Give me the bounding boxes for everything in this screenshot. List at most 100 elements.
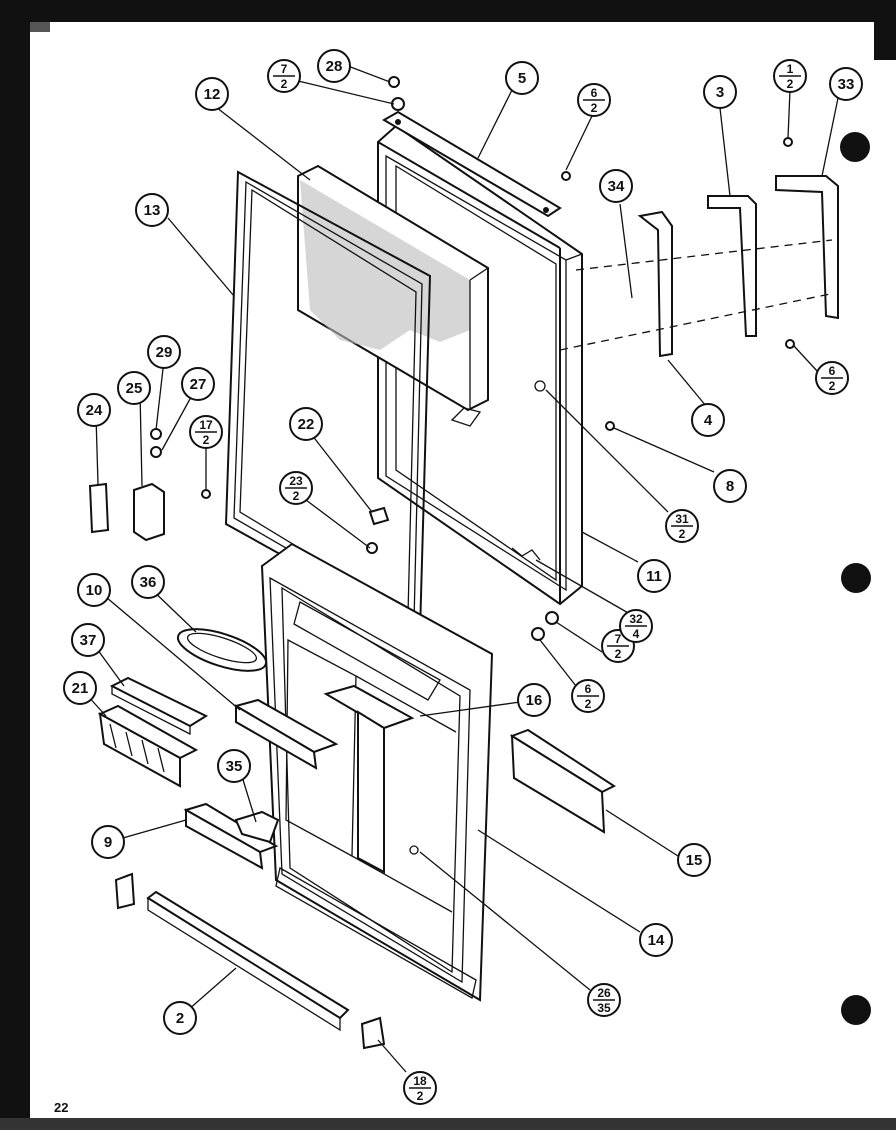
callout-number: 23: [289, 474, 303, 488]
part-25-hinge: [133, 482, 165, 542]
callout-circle: [289, 407, 323, 441]
callout-c7a: 72: [267, 59, 301, 93]
callout-c1: 12: [773, 59, 807, 93]
callout-number: 22: [298, 416, 315, 433]
registration-dot-middle: [841, 563, 871, 593]
callout-number: 28: [326, 58, 343, 75]
callout-c37: 37: [71, 623, 105, 657]
hardware: [150, 76, 795, 641]
callout-c27: 27: [181, 367, 215, 401]
callout-quantity: 2: [281, 77, 288, 91]
callout-number: 5: [518, 70, 526, 87]
callout-number: 21: [72, 680, 89, 697]
callout-quantity: 2: [615, 647, 622, 661]
callout-c33: 33: [829, 67, 863, 101]
callout-circle: [131, 565, 165, 599]
callout-c17: 172: [189, 415, 223, 449]
upper-hinge-bracket: [382, 110, 562, 218]
registration-dot-bottom: [841, 995, 871, 1025]
callout-quantity: 2: [417, 1089, 424, 1103]
callout-circle: [181, 367, 215, 401]
callout-number: 36: [140, 574, 157, 591]
callout-number: 26: [597, 986, 611, 1000]
callout-circle: [713, 469, 747, 503]
part-15-shelf-rail: [509, 728, 617, 834]
callout-c10: 10: [77, 573, 111, 607]
callout-number: 18: [413, 1074, 427, 1088]
callout-number: 37: [80, 632, 97, 649]
callout-quantity: 2: [293, 489, 300, 503]
part-24-bracket: [88, 482, 110, 534]
part-21-bin: [97, 704, 199, 788]
callout-circle: [77, 393, 111, 427]
callout-number: 2: [176, 1010, 184, 1027]
callout-c25: 25: [117, 371, 151, 405]
callout-circle: [703, 75, 737, 109]
callout-number: 34: [608, 178, 625, 195]
callout-c23: 232: [279, 471, 313, 505]
callout-circle: [691, 403, 725, 437]
callout-number: 24: [86, 402, 103, 419]
callout-number: 32: [629, 612, 643, 626]
callout-c6b: 62: [815, 361, 849, 395]
part-37-cover: [109, 676, 209, 736]
callout-number: 29: [156, 344, 173, 361]
callout-c11: 11: [637, 559, 671, 593]
callout-c6a: 62: [577, 83, 611, 117]
callout-c31: 312: [665, 509, 699, 543]
callout-number: 13: [144, 202, 161, 219]
callout-number: 6: [591, 86, 598, 100]
callout-number: 31: [675, 512, 689, 526]
callout-c29: 29: [147, 335, 181, 369]
callout-circle: [217, 749, 251, 783]
callout-c24: 24: [77, 393, 111, 427]
part-3-hinge: [707, 195, 757, 337]
callout-quantity: 4: [633, 627, 640, 641]
callout-c32: 324: [619, 609, 653, 643]
callout-c3: 3: [703, 75, 737, 109]
callout-circle: [63, 671, 97, 705]
callout-circle: [195, 77, 229, 111]
callout-c6c: 62: [571, 679, 605, 713]
callout-circle: [677, 843, 711, 877]
part-10-shelf: [233, 698, 339, 770]
callout-number: 10: [86, 582, 103, 599]
callout-number: 9: [104, 834, 112, 851]
callout-number: 12: [204, 86, 221, 103]
callout-c14: 14: [639, 923, 673, 957]
callout-c35: 35: [217, 749, 251, 783]
callout-c34: 34: [599, 169, 633, 203]
page-number: 22: [54, 1100, 68, 1115]
callout-c16: 16: [517, 683, 551, 717]
callout-quantity: 2: [829, 379, 836, 393]
callout-circle: [639, 923, 673, 957]
leader-lines: [85, 65, 839, 1073]
callout-c13: 13: [135, 193, 169, 227]
callout-number: 3: [716, 84, 724, 101]
callout-quantity: 2: [203, 433, 210, 447]
callout-c22: 22: [289, 407, 323, 441]
callout-quantity: 2: [591, 101, 598, 115]
callout-c2: 2: [163, 1001, 197, 1035]
callout-circle: [637, 559, 671, 593]
part-35-stop: [234, 810, 280, 844]
callout-c4: 4: [691, 403, 725, 437]
callout-quantity: 35: [597, 1001, 611, 1015]
part-36-tray: [176, 628, 268, 672]
callout-number: 7: [615, 632, 622, 646]
callout-bubbles: 1223456262627272891011121314151617218221…: [63, 49, 863, 1105]
callout-circle: [91, 825, 125, 859]
callout-c21: 21: [63, 671, 97, 705]
callout-circle: [77, 573, 111, 607]
callout-number: 33: [838, 76, 855, 93]
callout-circle: [505, 61, 539, 95]
callout-number: 15: [686, 852, 703, 869]
callout-number: 11: [646, 568, 662, 585]
callout-number: 17: [199, 418, 213, 432]
callout-number: 14: [648, 932, 665, 949]
callout-number: 6: [829, 364, 836, 378]
